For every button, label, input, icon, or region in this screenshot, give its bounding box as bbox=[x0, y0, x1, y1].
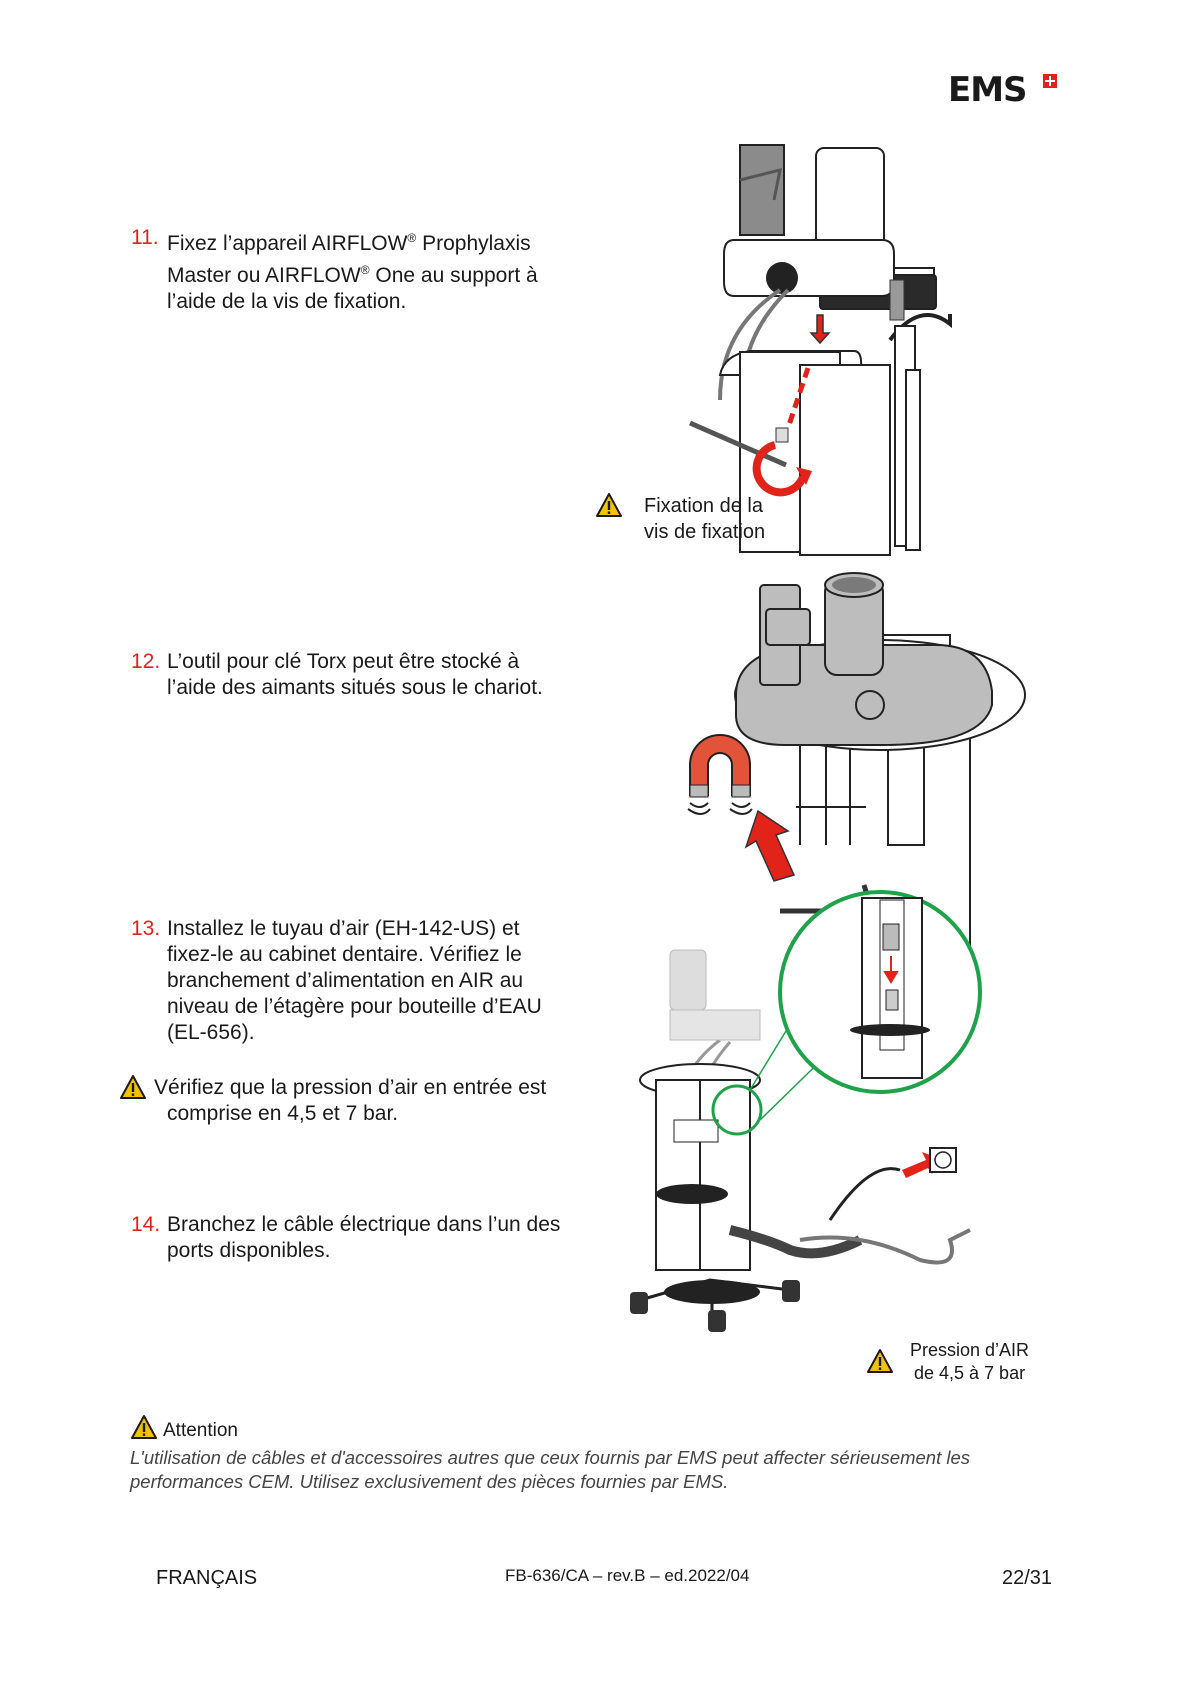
arrow-icon bbox=[744, 809, 796, 882]
figure-torx-storage bbox=[687, 572, 1026, 975]
step-text-line: Installez le tuyau d’air (EH-142-US) et bbox=[167, 917, 520, 940]
arrow-icon bbox=[809, 314, 831, 345]
warning-text-line: Vérifiez que la pression d’air en entrée… bbox=[154, 1076, 547, 1099]
swiss-cross-icon bbox=[1043, 74, 1057, 88]
caption-line: Pression d’AIR bbox=[910, 1340, 1030, 1360]
caption-line: Fixation de la bbox=[644, 495, 763, 517]
warning-icon bbox=[867, 1349, 893, 1373]
step-text-line: ports disponibles. bbox=[167, 1239, 331, 1262]
attention-line: performances CEM. Utilisez exclusivement… bbox=[130, 1471, 729, 1492]
caption-line: de 4,5 à 7 bar bbox=[913, 1363, 1026, 1383]
step-text-line: Fixez l’appareil AIRFLOW® Prophylaxis bbox=[167, 231, 531, 255]
step-number: 14. bbox=[131, 1213, 161, 1236]
step-text-line: niveau de l’étagère pour bouteille d’EAU bbox=[167, 995, 542, 1018]
step-14: 14. Branchez le câble électrique dans l’… bbox=[131, 1212, 587, 1264]
step-text-line: l’aide des aimants situés sous le chario… bbox=[167, 676, 543, 699]
attention-title: Attention bbox=[163, 1420, 238, 1441]
warning-icon bbox=[596, 493, 622, 517]
footer-doc-ref: FB-636/CA – rev.B – ed.2022/04 bbox=[505, 1566, 750, 1585]
footer-language: FRANÇAIS bbox=[156, 1567, 258, 1589]
attention-line: L'utilisation de câbles et d'accessoires… bbox=[130, 1447, 971, 1468]
logo-text: EMS bbox=[948, 70, 1028, 110]
step-text-line: Master ou AIRFLOW® One au support à bbox=[167, 263, 538, 287]
figure-caption: Fixation de la vis de fixation bbox=[644, 493, 765, 545]
step-text-line: Branchez le câble électrique dans l’un d… bbox=[167, 1213, 561, 1236]
step-13: 13. Installez le tuyau d’air (EH-142-US)… bbox=[131, 916, 587, 1046]
step-number: 11. bbox=[131, 226, 159, 249]
footer-page-number: 22/31 bbox=[1002, 1567, 1053, 1589]
step-number: 12. bbox=[131, 650, 161, 673]
ems-logo: EMS bbox=[948, 70, 1057, 110]
step-text-line: branchement d’alimentation en AIR au bbox=[167, 969, 524, 992]
step-12: 12. L’outil pour clé Torx peut être stoc… bbox=[131, 649, 587, 701]
warning-text-line: comprise en 4,5 et 7 bar. bbox=[167, 1102, 399, 1125]
step-text-line: L’outil pour clé Torx peut être stocké à bbox=[167, 650, 520, 673]
step-number: 13. bbox=[131, 917, 161, 940]
warning-icon bbox=[131, 1415, 157, 1439]
step-text-line: (EL-656). bbox=[167, 1021, 255, 1044]
step-text-line: l’aide de la vis de fixation. bbox=[167, 290, 407, 313]
figure-air-connection bbox=[630, 890, 982, 1332]
figure-device-mounting bbox=[688, 144, 952, 556]
step-text-line: fixez-le au cabinet dentaire. Vérifiez l… bbox=[167, 943, 522, 966]
magnet-icon bbox=[687, 734, 753, 815]
rotate-arrow-icon bbox=[752, 441, 807, 497]
caption-line: vis de fixation bbox=[644, 521, 766, 543]
warning-icon bbox=[120, 1075, 146, 1099]
step-11: 11. Fixez l’appareil AIRFLOW® Prophylaxi… bbox=[131, 225, 587, 315]
figure-caption: Pression d’AIR de 4,5 à 7 bar bbox=[910, 1339, 1029, 1385]
attention-body: L'utilisation de câbles et d'accessoires… bbox=[130, 1446, 1048, 1494]
